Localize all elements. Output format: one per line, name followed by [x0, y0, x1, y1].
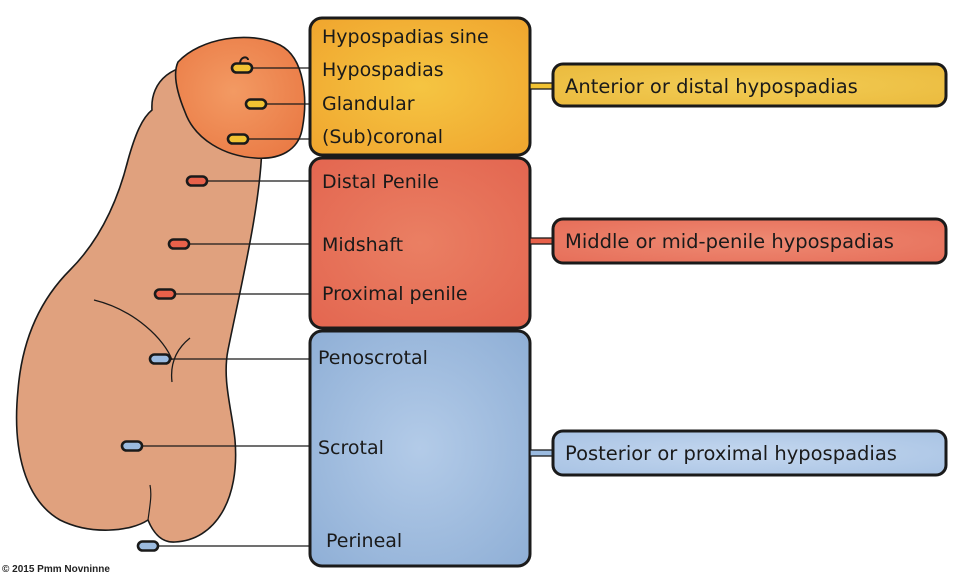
level-label-penoscrotal: Penoscrotal	[318, 347, 428, 369]
meatus-marker	[138, 542, 158, 551]
copyright-credit: © 2015 Pmm Novninne	[2, 564, 110, 572]
level-label-scrotal: Scrotal	[318, 437, 384, 459]
meatus-marker	[232, 64, 252, 73]
middle-category-label: Middle or mid-penile hypospadias	[565, 230, 894, 253]
meatus-marker	[246, 100, 266, 109]
meatus-marker	[150, 355, 170, 364]
meatus-marker	[169, 240, 189, 249]
meatus-marker	[228, 135, 248, 144]
level-label-midshaft: Midshaft	[322, 234, 403, 256]
level-label-proximal-penile: Proximal penile	[322, 283, 468, 305]
meatus-marker	[155, 290, 175, 299]
level-label-sub-coronal: (Sub)coronal	[322, 126, 443, 148]
meatus-marker	[122, 442, 142, 451]
posterior-category-label: Posterior or proximal hypospadias	[565, 442, 897, 465]
level-label-distal-penile: Distal Penile	[322, 171, 439, 193]
level-label-glandular: Glandular	[322, 93, 415, 115]
level-label-perineal: Perineal	[326, 530, 402, 552]
meatus-marker	[187, 177, 207, 186]
anterior-category-label: Anterior or distal hypospadias	[565, 75, 858, 98]
